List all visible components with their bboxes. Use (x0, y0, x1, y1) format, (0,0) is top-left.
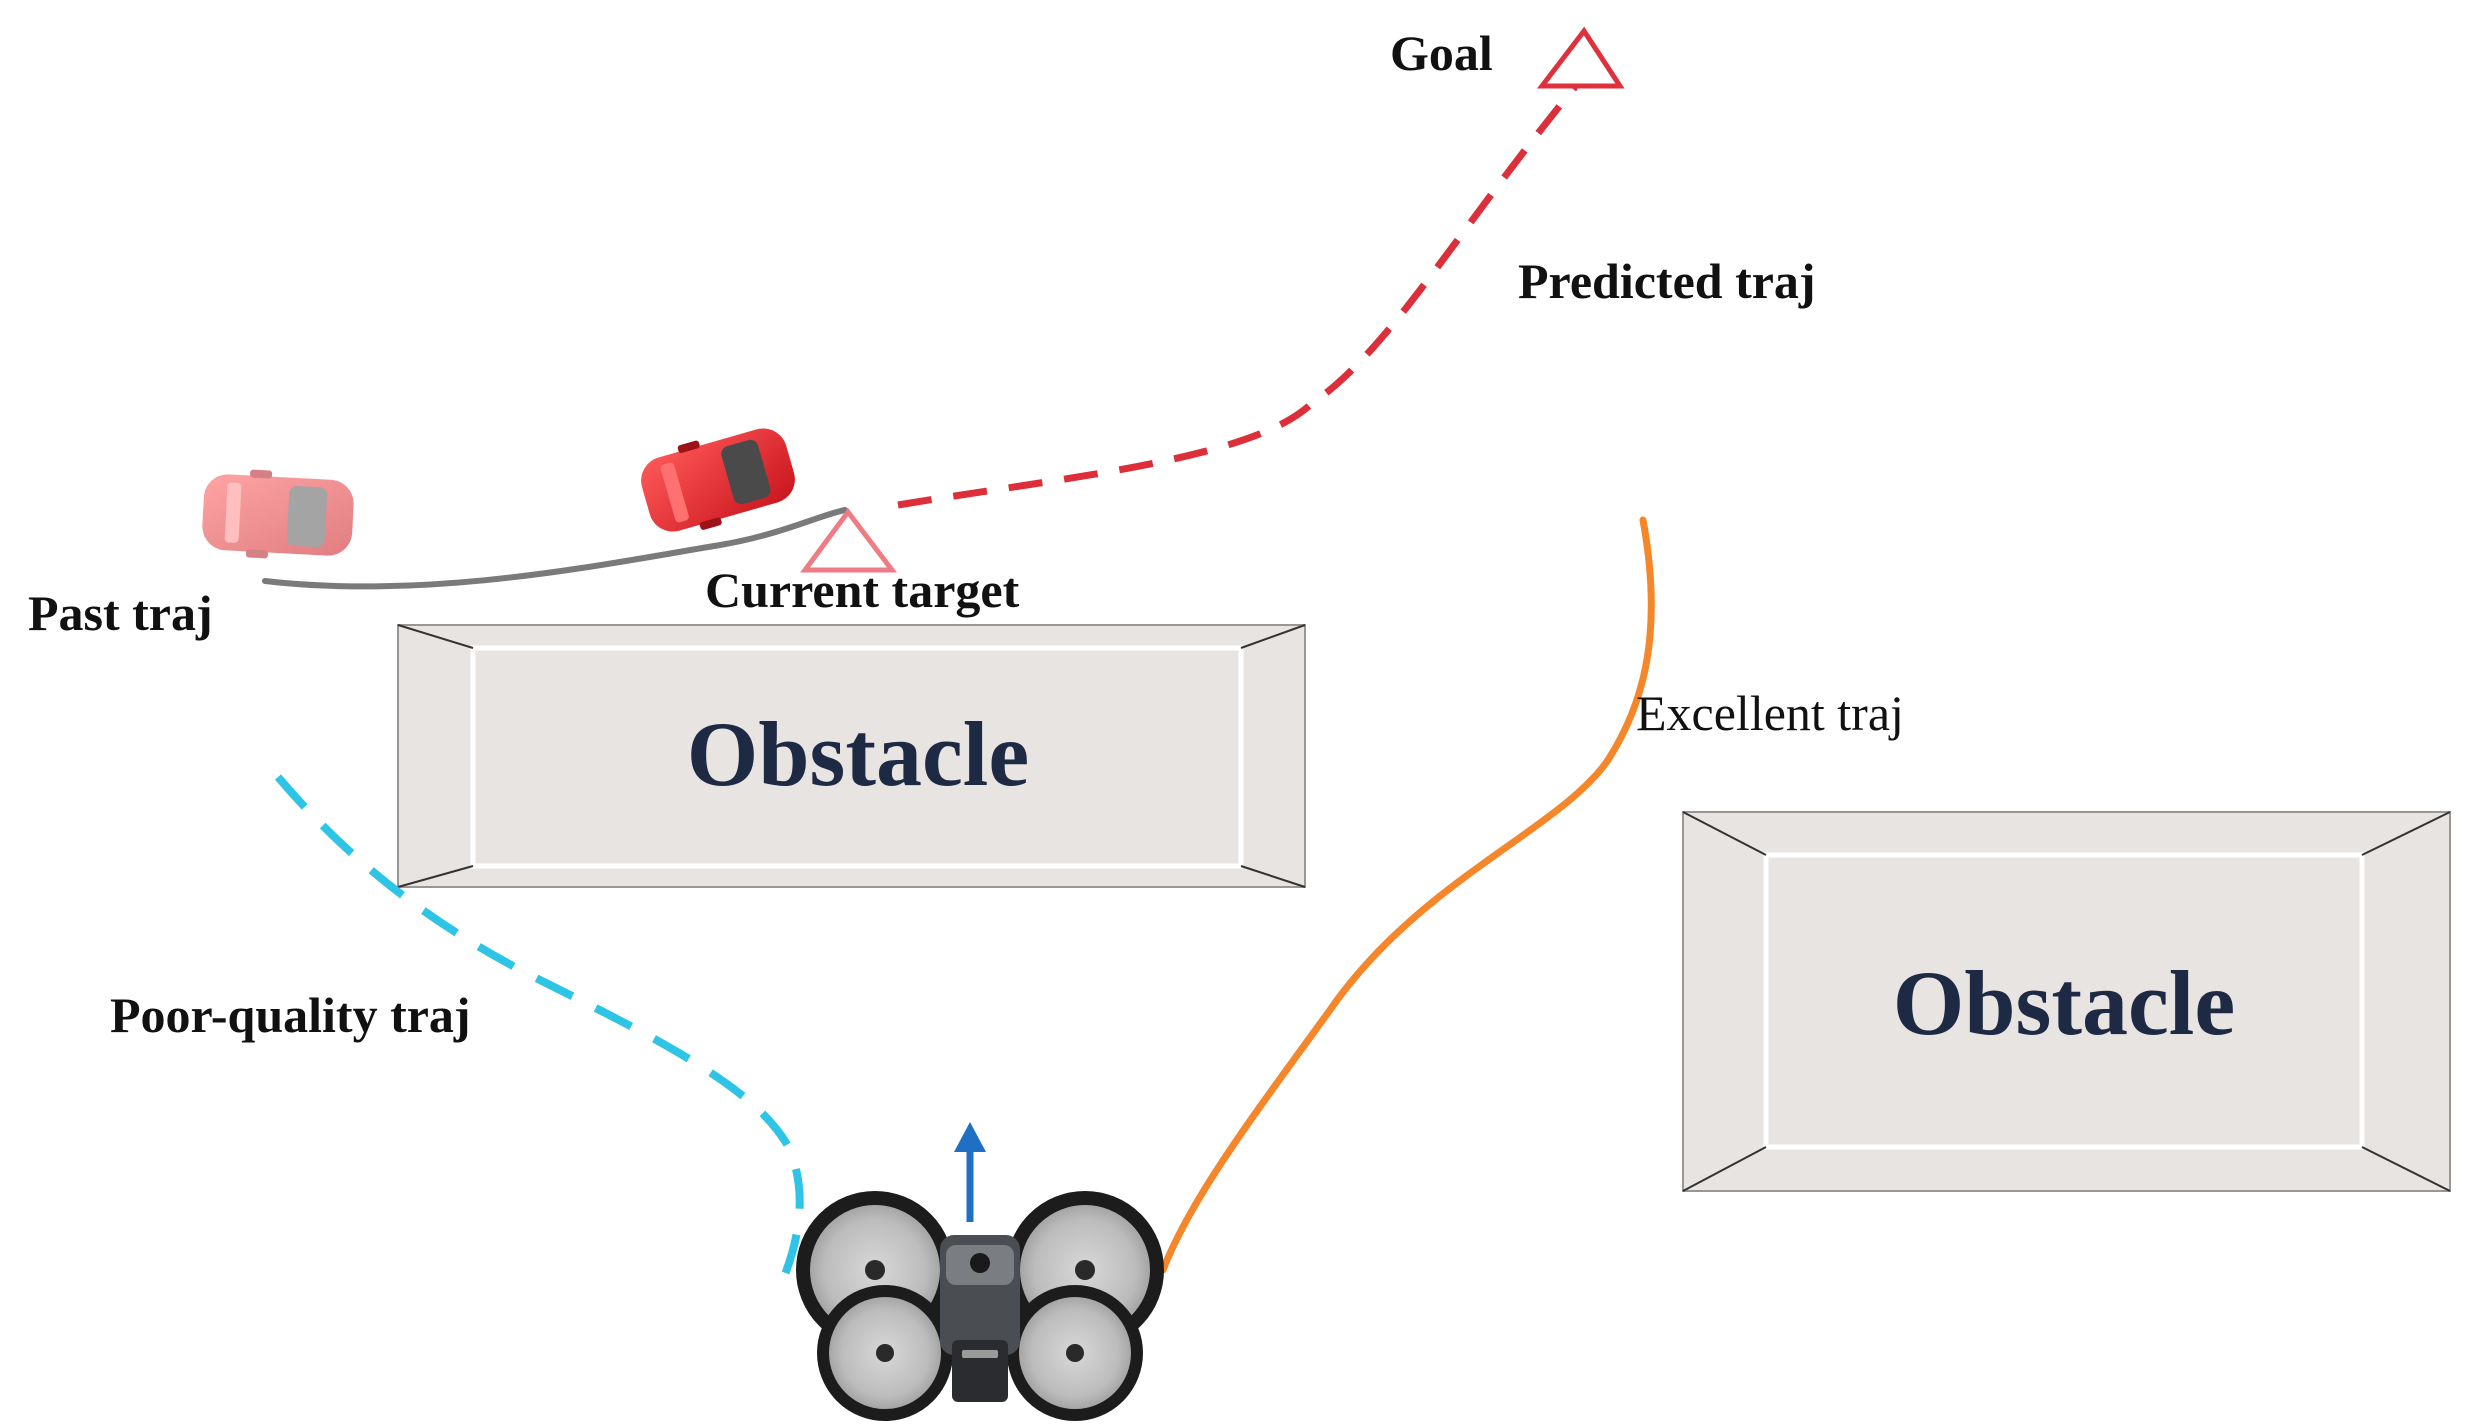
drone-icon (796, 1191, 1164, 1421)
current-target-label: Current target (705, 562, 1020, 618)
car-icon (641, 428, 795, 532)
predicted-trajectory (897, 84, 1578, 509)
past-traj-label: Past traj (28, 585, 213, 641)
triangle-marker-icon (800, 507, 898, 573)
current-target-marker (800, 507, 898, 573)
obstacle-1-label: Obstacle (687, 703, 1029, 805)
excellent-trajectory (1159, 516, 1655, 1274)
obstacle-1: Obstacle (397, 624, 1306, 888)
predicted-traj-label: Predicted traj (1518, 253, 1816, 309)
car-icon (202, 469, 354, 559)
poor-traj-label: Poor-quality traj (110, 987, 471, 1043)
poor-trajectory (274, 774, 804, 1284)
goal-marker (1536, 26, 1625, 89)
triangle-marker-icon (1536, 26, 1625, 89)
up-arrow-icon (954, 1122, 986, 1222)
obstacle-2-label: Obstacle (1893, 952, 2235, 1054)
past-trajectory (262, 507, 848, 590)
goal-label: Goal (1390, 25, 1493, 81)
obstacle-2: Obstacle (1682, 811, 2451, 1192)
excellent-traj-label: Excellent traj (1636, 685, 1904, 741)
